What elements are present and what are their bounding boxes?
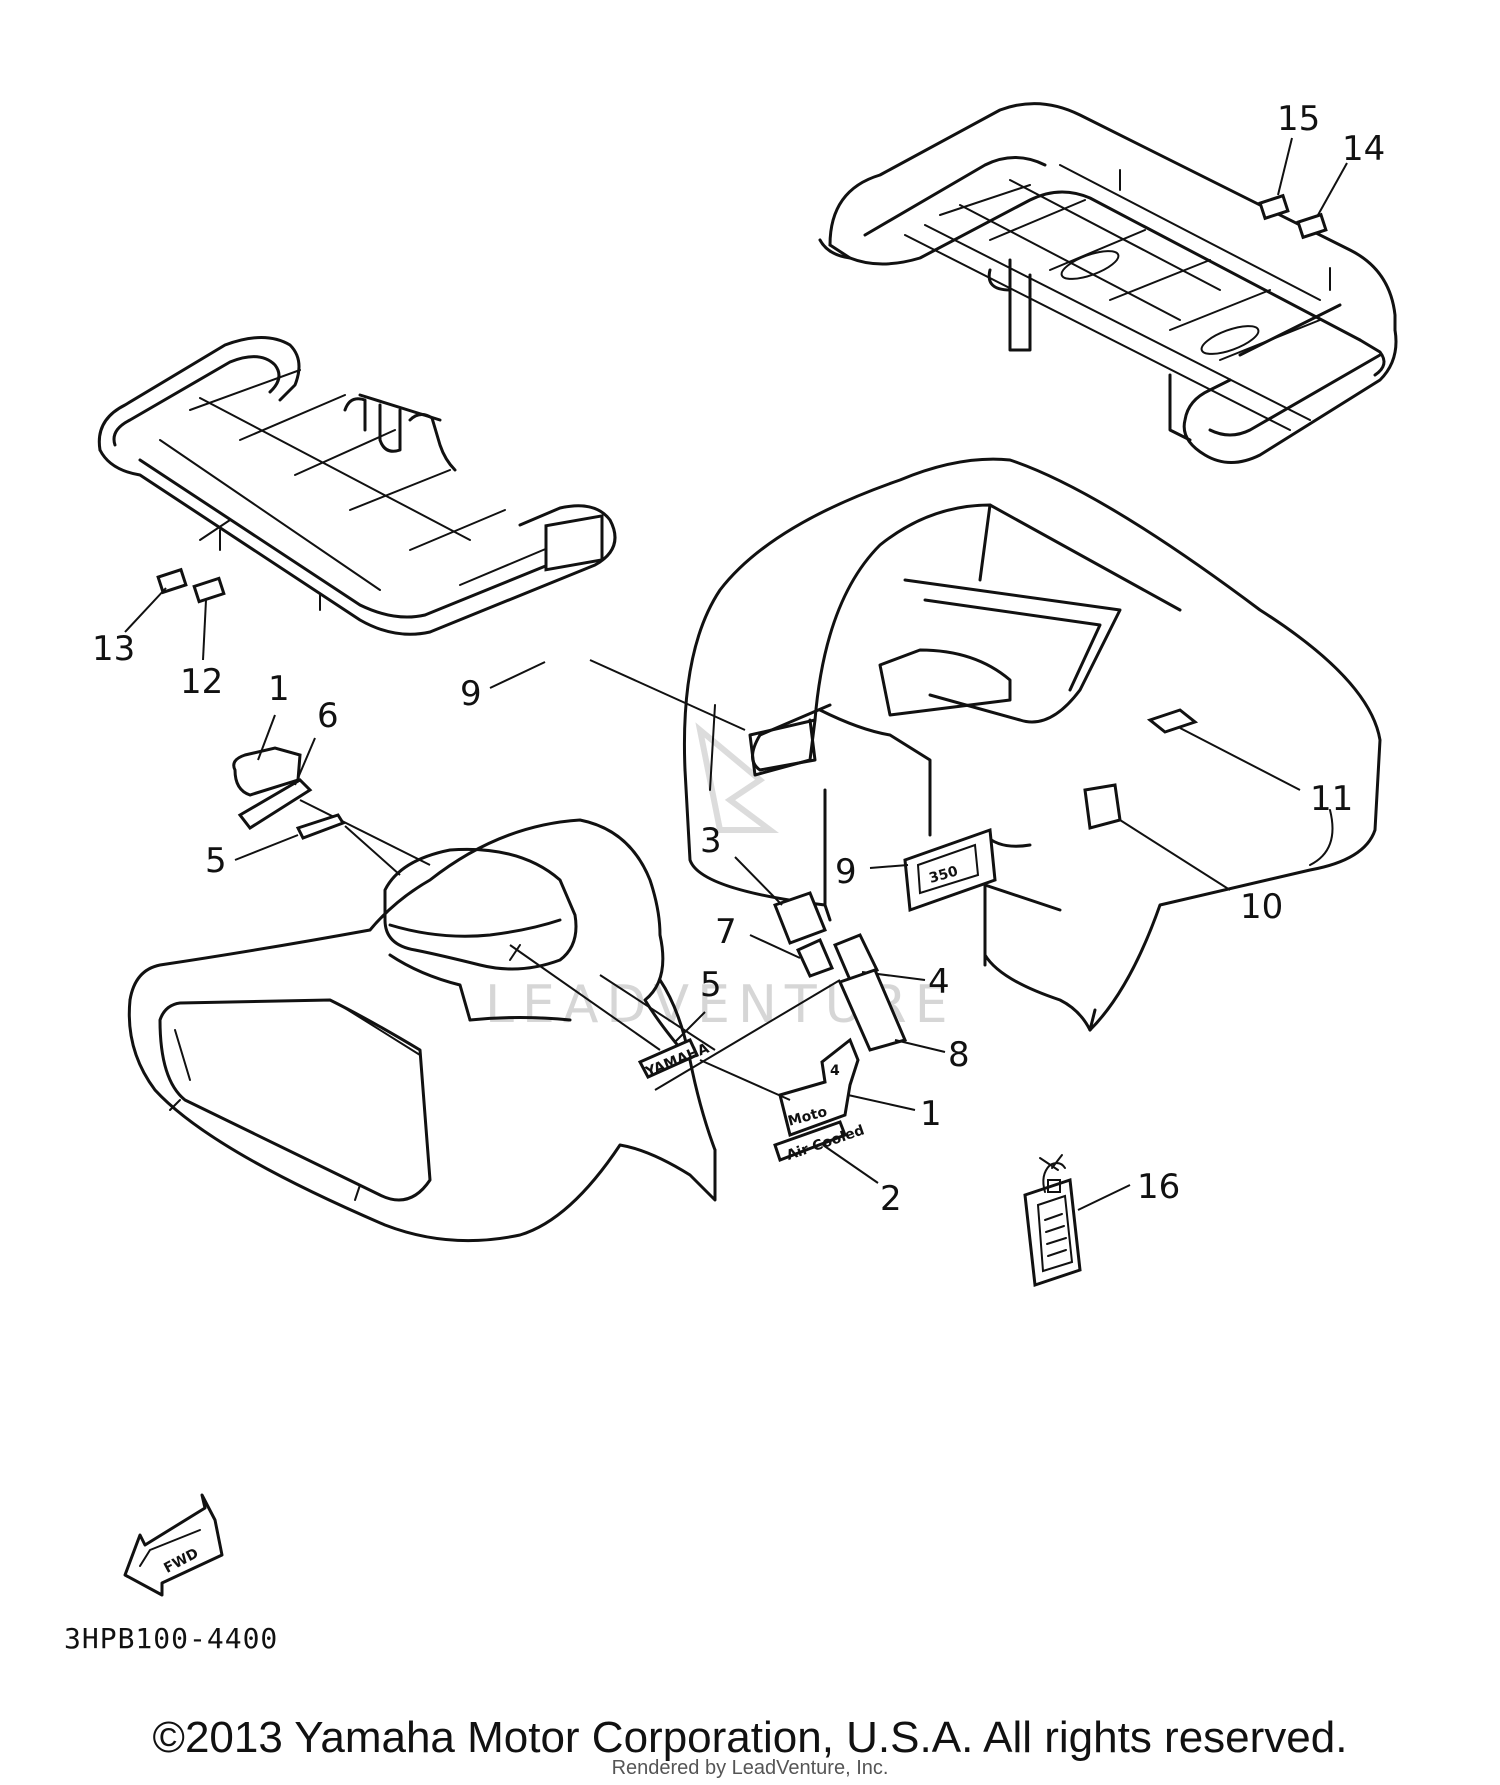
decal-8 bbox=[837, 968, 908, 1052]
rendered-by-credit: Rendered by LeadVenture, Inc. bbox=[611, 1757, 889, 1779]
decal-3 bbox=[773, 891, 827, 945]
callout-10: 10 bbox=[1240, 887, 1283, 927]
decal-12 bbox=[192, 576, 226, 604]
decal-15 bbox=[1258, 193, 1290, 221]
callout-7: 7 bbox=[715, 912, 737, 952]
rear-fender bbox=[682, 457, 1382, 1032]
decal-6 bbox=[237, 778, 313, 830]
front-fender bbox=[127, 818, 717, 1243]
callout-3: 3 bbox=[700, 821, 722, 861]
front-carrier-rack bbox=[97, 336, 617, 636]
callout-5-mid: 5 bbox=[700, 965, 722, 1005]
four-text: 4 bbox=[830, 1063, 840, 1079]
callout-16: 16 bbox=[1137, 1167, 1180, 1207]
copyright-notice: ©2013 Yamaha Motor Corporation, U.S.A. A… bbox=[152, 1713, 1348, 1762]
callout-8: 8 bbox=[948, 1035, 970, 1075]
decal-10 bbox=[1083, 783, 1122, 830]
decal-9-350-badge: 350 bbox=[903, 827, 997, 913]
callout-1-left: 1 bbox=[268, 669, 290, 709]
rear-carrier-rack bbox=[818, 102, 1398, 464]
decal-1-moto4: Moto 4 bbox=[778, 1037, 860, 1137]
fwd-text: FWD bbox=[161, 1545, 201, 1576]
decal-11 bbox=[1146, 708, 1199, 734]
callout-14: 14 bbox=[1342, 129, 1385, 169]
decal-9-left-applied bbox=[748, 718, 817, 777]
callout-5-left: 5 bbox=[205, 841, 227, 881]
decal-1-left bbox=[232, 746, 302, 797]
warning-tag-16 bbox=[1023, 1154, 1082, 1288]
callout-9-right: 9 bbox=[835, 852, 857, 892]
decal-14 bbox=[1296, 212, 1328, 240]
callout-12: 12 bbox=[180, 662, 223, 702]
decal-13 bbox=[156, 567, 188, 595]
engine-size-text: 350 bbox=[927, 863, 960, 887]
decal-9-left bbox=[544, 514, 604, 572]
callout-11: 11 bbox=[1310, 779, 1353, 819]
diagram-code: 3HPB100-4400 bbox=[64, 1622, 279, 1655]
decal-7 bbox=[796, 938, 835, 978]
callout-4: 4 bbox=[928, 962, 950, 1002]
callout-1-right: 1 bbox=[920, 1094, 942, 1134]
decal-4 bbox=[833, 933, 880, 982]
callout-15: 15 bbox=[1277, 99, 1320, 139]
forward-direction-arrow: FWD bbox=[123, 1493, 224, 1597]
callout-6: 6 bbox=[317, 696, 339, 736]
callout-labels: 15 14 13 12 9 1 6 5 11 3 9 10 7 4 5 8 1 … bbox=[92, 99, 1385, 1219]
callout-13: 13 bbox=[92, 629, 135, 669]
decal-5-left bbox=[295, 813, 346, 840]
callout-9-left: 9 bbox=[460, 674, 482, 714]
callout-2: 2 bbox=[880, 1179, 902, 1219]
